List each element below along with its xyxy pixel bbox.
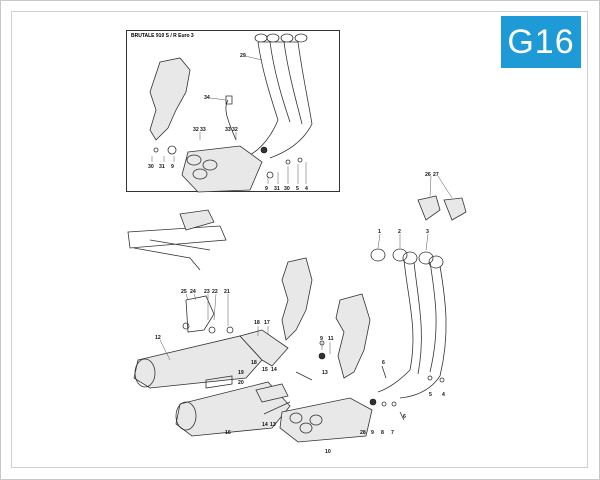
callout-32b: 32 [232, 127, 238, 133]
main-exhaust-drawing [127, 175, 467, 443]
callout-2: 2 [398, 229, 401, 235]
inset-labels: 29 34 32 33 33 32 30 31 9 9 31 30 5 4 [148, 53, 308, 192]
callout-8: 8 [381, 430, 384, 436]
callout-4: 4 [305, 186, 308, 192]
inset-diagram: BRUTALE 910 S / R Euro 3 [126, 30, 340, 192]
callout-9b: 9 [371, 430, 374, 436]
callout-1: 1 [378, 229, 381, 235]
diagram-area [11, 11, 588, 468]
callout-30: 30 [148, 164, 154, 170]
callout-14: 14 [271, 367, 277, 373]
callout-32: 32 [193, 127, 199, 133]
callout-30b: 30 [284, 186, 290, 192]
section-badge: G16 [501, 16, 581, 68]
callout-22: 22 [212, 289, 218, 295]
callout-9: 9 [320, 336, 323, 342]
callout-24: 24 [190, 289, 196, 295]
callout-9b: 9 [265, 186, 268, 192]
callout-34: 34 [204, 95, 210, 101]
callout-21: 21 [224, 289, 230, 295]
callout-23: 23 [204, 289, 210, 295]
callout-11: 11 [328, 336, 334, 342]
callout-6: 6 [382, 360, 385, 366]
callout-33b: 33 [225, 127, 231, 133]
callout-20: 20 [238, 380, 244, 386]
callout-5: 5 [296, 186, 299, 192]
main-labels: 26 27 1 2 3 25 24 23 22 21 18 17 12 9 11… [155, 172, 445, 455]
callout-15: 15 [262, 367, 268, 373]
callout-4: 4 [442, 392, 445, 398]
callout-7: 7 [391, 430, 394, 436]
callout-26: 26 [425, 172, 431, 178]
callout-16: 16 [225, 430, 231, 436]
callout-6b: 6 [403, 414, 406, 420]
callout-28: 28 [360, 430, 366, 436]
callout-29: 29 [240, 53, 246, 59]
callout-13b: 13 [270, 422, 276, 428]
callout-13: 13 [322, 370, 328, 376]
callout-18b: 18 [251, 360, 257, 366]
callout-14b: 14 [262, 422, 268, 428]
callout-19: 19 [238, 370, 244, 376]
callout-9: 9 [171, 164, 174, 170]
callout-31: 31 [159, 164, 165, 170]
callout-33: 33 [200, 127, 206, 133]
callout-31b: 31 [274, 186, 280, 192]
callout-17: 17 [264, 320, 270, 326]
callout-12: 12 [155, 335, 161, 341]
callout-5: 5 [429, 392, 432, 398]
callout-27: 27 [433, 172, 439, 178]
callout-18: 18 [254, 320, 260, 326]
callout-10: 10 [325, 449, 331, 455]
callout-25: 25 [181, 289, 187, 295]
inset-title: BRUTALE 910 S / R Euro 3 [131, 33, 194, 39]
callout-3: 3 [426, 229, 429, 235]
inset-exhaust-drawing [149, 33, 313, 193]
